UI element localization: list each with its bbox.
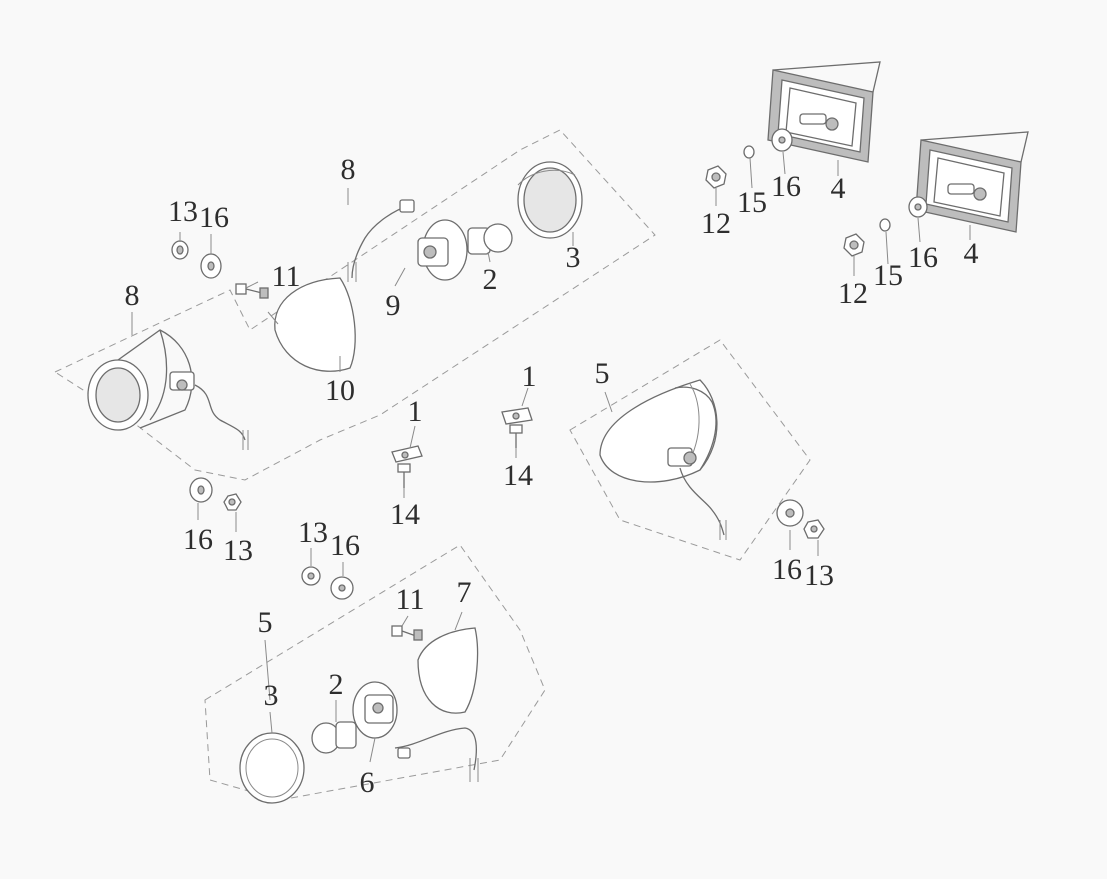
part-label: 14 xyxy=(390,498,420,531)
part-label: 3 xyxy=(565,241,581,274)
lower-assembly-outline xyxy=(204,544,546,801)
part-label: 16 xyxy=(908,241,938,274)
hardware-13-16-upper-left xyxy=(171,240,222,279)
hardware-16-13-right xyxy=(776,499,825,539)
part-label: 12 xyxy=(838,277,868,310)
part-4-reflector-b xyxy=(915,131,1029,233)
part-label: 15 xyxy=(873,259,903,292)
part-label: 12 xyxy=(701,207,731,240)
part-4-reflector-a xyxy=(767,61,881,163)
part-label: 16 xyxy=(771,170,801,203)
part-2-bulb-bottom xyxy=(311,721,357,754)
hardware-13-16-lower xyxy=(301,566,354,600)
part-14-bolt-right xyxy=(509,424,523,448)
part-11-bolt-top xyxy=(235,283,269,299)
hardware-12-15-16-a xyxy=(705,128,793,189)
part-label: 11 xyxy=(271,260,301,293)
part-label: 16 xyxy=(199,201,229,234)
part-label: 6 xyxy=(359,766,375,799)
part-label: 13 xyxy=(223,534,253,567)
part-label: 13 xyxy=(298,516,328,549)
part-label: 1 xyxy=(407,395,423,428)
part-label: 7 xyxy=(456,576,472,609)
part-label: 8 xyxy=(124,279,140,312)
part-label: 5 xyxy=(257,606,273,639)
hardware-16-13-lower-left xyxy=(189,477,242,511)
part-label: 4 xyxy=(830,172,846,205)
part-label: 14 xyxy=(503,459,533,492)
part-8-left-signal-lamp xyxy=(87,329,249,450)
part-10-lens-housing xyxy=(267,277,356,372)
part-3-trim-ring-top xyxy=(517,161,583,239)
part-3-lens-bottom xyxy=(239,732,305,804)
part-label: 15 xyxy=(737,186,767,219)
part-label: 13 xyxy=(168,195,198,228)
leader-lines xyxy=(131,151,971,763)
part-1-bracket-mid xyxy=(391,445,423,463)
part-label: 13 xyxy=(804,559,834,592)
part-label: 1 xyxy=(521,360,537,393)
part-label: 4 xyxy=(963,237,979,270)
upper-left-assembly-outline xyxy=(53,129,656,481)
part-label: 9 xyxy=(385,289,401,322)
part-label: 16 xyxy=(330,529,360,562)
part-label: 2 xyxy=(328,668,344,701)
part-7-lens-housing xyxy=(417,627,479,714)
part-label: 8 xyxy=(340,153,356,186)
part-label: 5 xyxy=(594,357,610,390)
part-6-socket-wire xyxy=(352,681,479,782)
part-label: 3 xyxy=(263,679,279,712)
part-label: 16 xyxy=(183,523,213,556)
hardware-12-15-16-b xyxy=(843,196,928,257)
part-5-right-signal-lamp xyxy=(599,379,727,540)
part-14-bolt-mid xyxy=(397,463,411,488)
part-2-bulb-top xyxy=(467,223,513,255)
part-label: 10 xyxy=(325,374,355,407)
right-assembly-outline xyxy=(569,339,811,561)
part-11-bolt-bottom xyxy=(391,625,423,641)
part-label: 2 xyxy=(482,263,498,296)
part-label: 16 xyxy=(772,553,802,586)
part-label: 11 xyxy=(395,583,425,616)
part-1-bracket-right xyxy=(501,407,533,425)
part-9-socket-wire xyxy=(347,199,468,282)
